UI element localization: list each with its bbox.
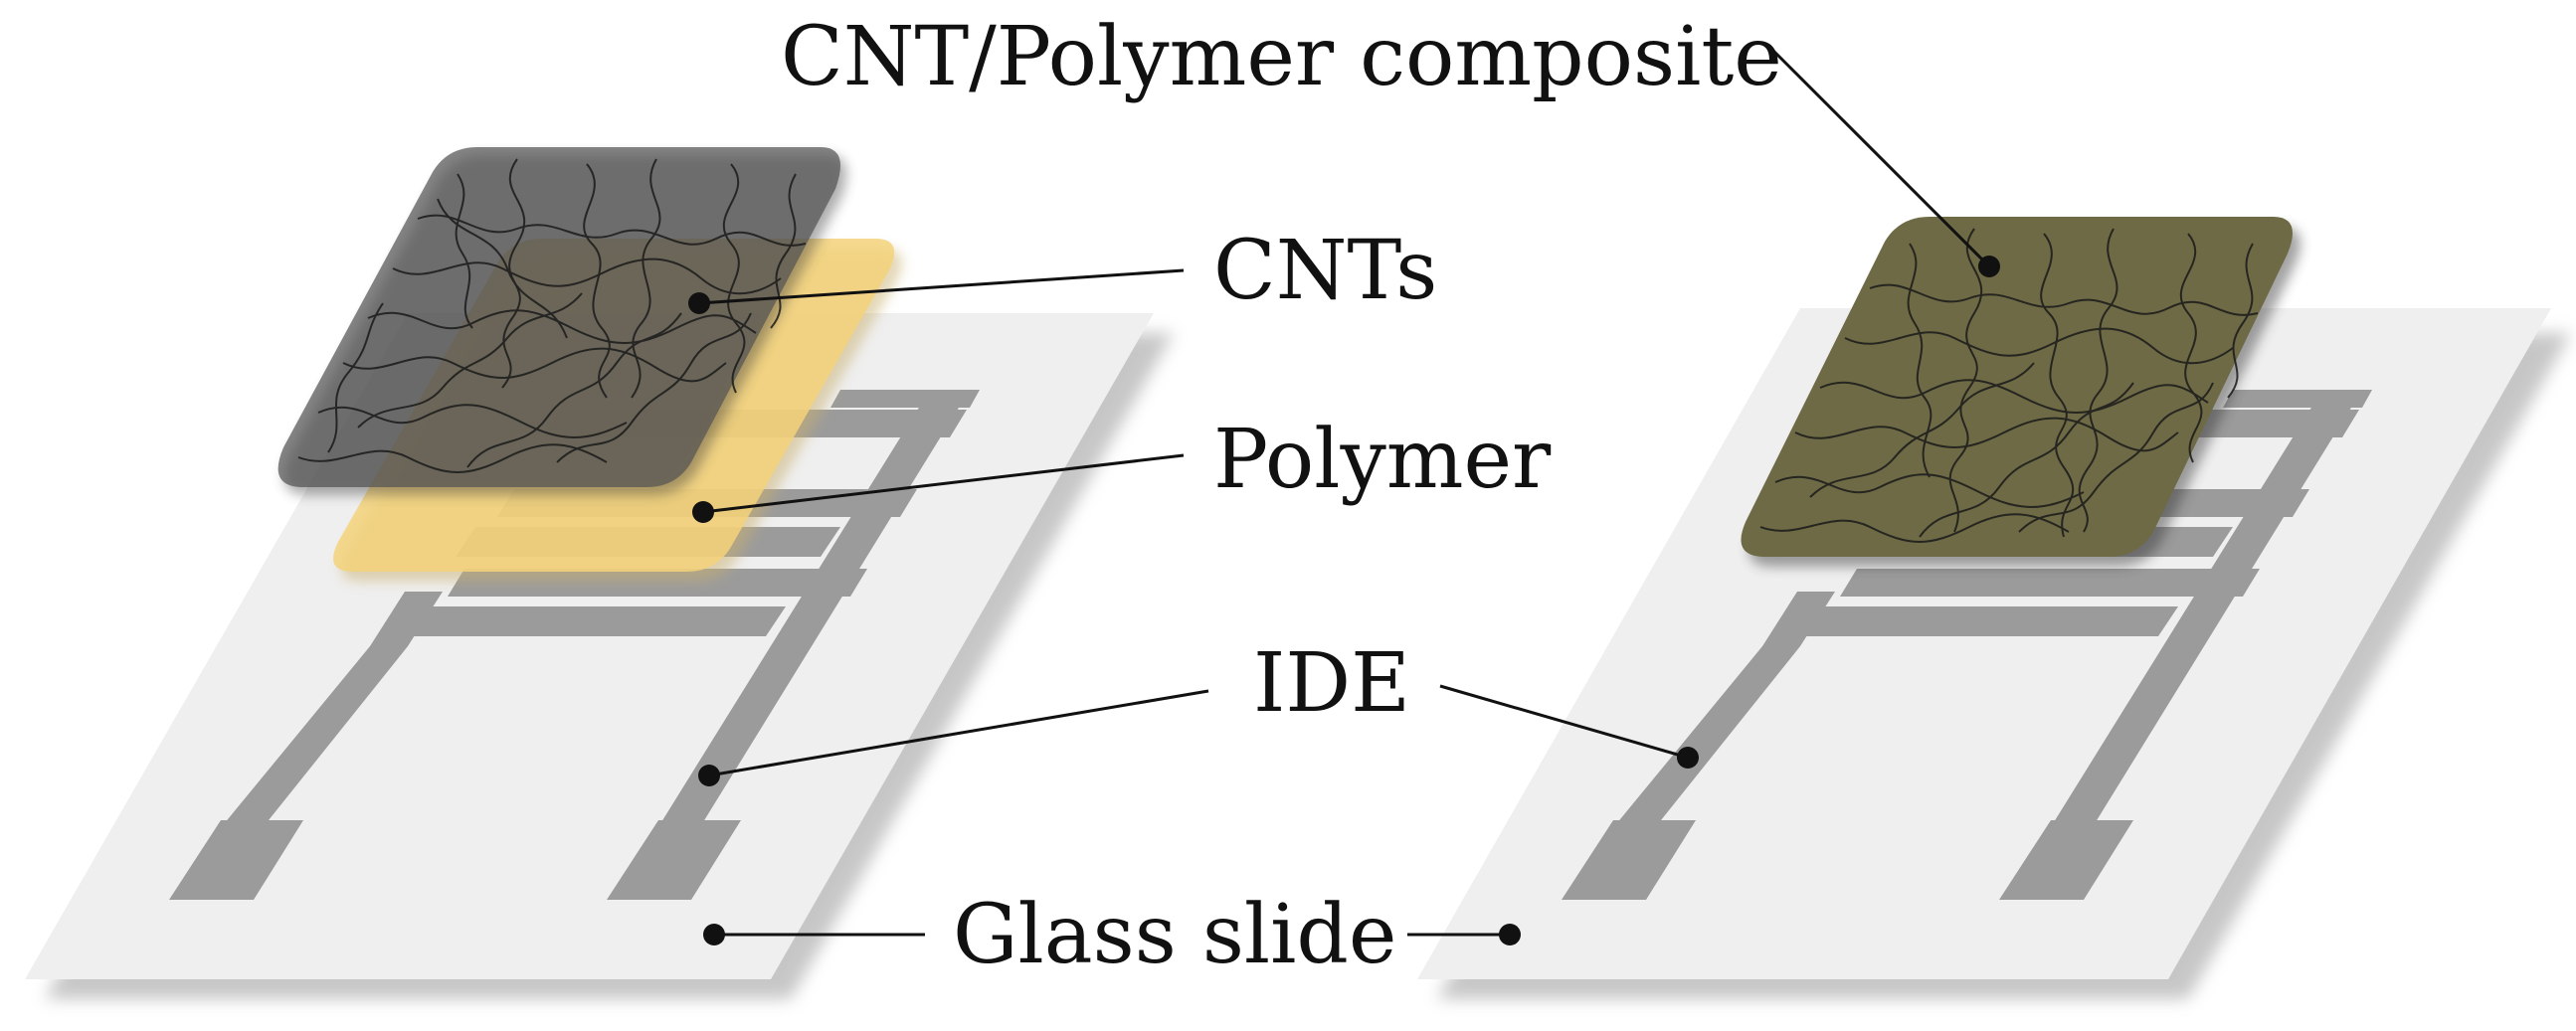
label-composite: CNT/Polymer composite xyxy=(781,10,1782,104)
leader-ide-right xyxy=(1439,684,1699,769)
label-ide: IDE xyxy=(1253,636,1410,731)
leader-glass-right xyxy=(1407,924,1521,945)
leader-cnts xyxy=(688,268,1185,314)
leader-polymer xyxy=(692,453,1185,523)
cnt-strands-left xyxy=(297,158,807,473)
leader-glass-left xyxy=(703,924,925,945)
leader-composite xyxy=(1768,46,2000,277)
cnt-layer xyxy=(277,147,846,495)
left-assembly xyxy=(25,147,1174,999)
composite-layer xyxy=(1741,217,2300,567)
cnt-strands-right xyxy=(1759,228,2259,543)
leader-lines xyxy=(688,46,2000,945)
leader-ide-left xyxy=(698,689,1209,786)
label-glass: Glass slide xyxy=(953,888,1396,982)
label-cnts: CNTs xyxy=(1213,224,1437,318)
label-polymer: Polymer xyxy=(1213,413,1552,507)
right-assembly xyxy=(1417,217,2571,999)
